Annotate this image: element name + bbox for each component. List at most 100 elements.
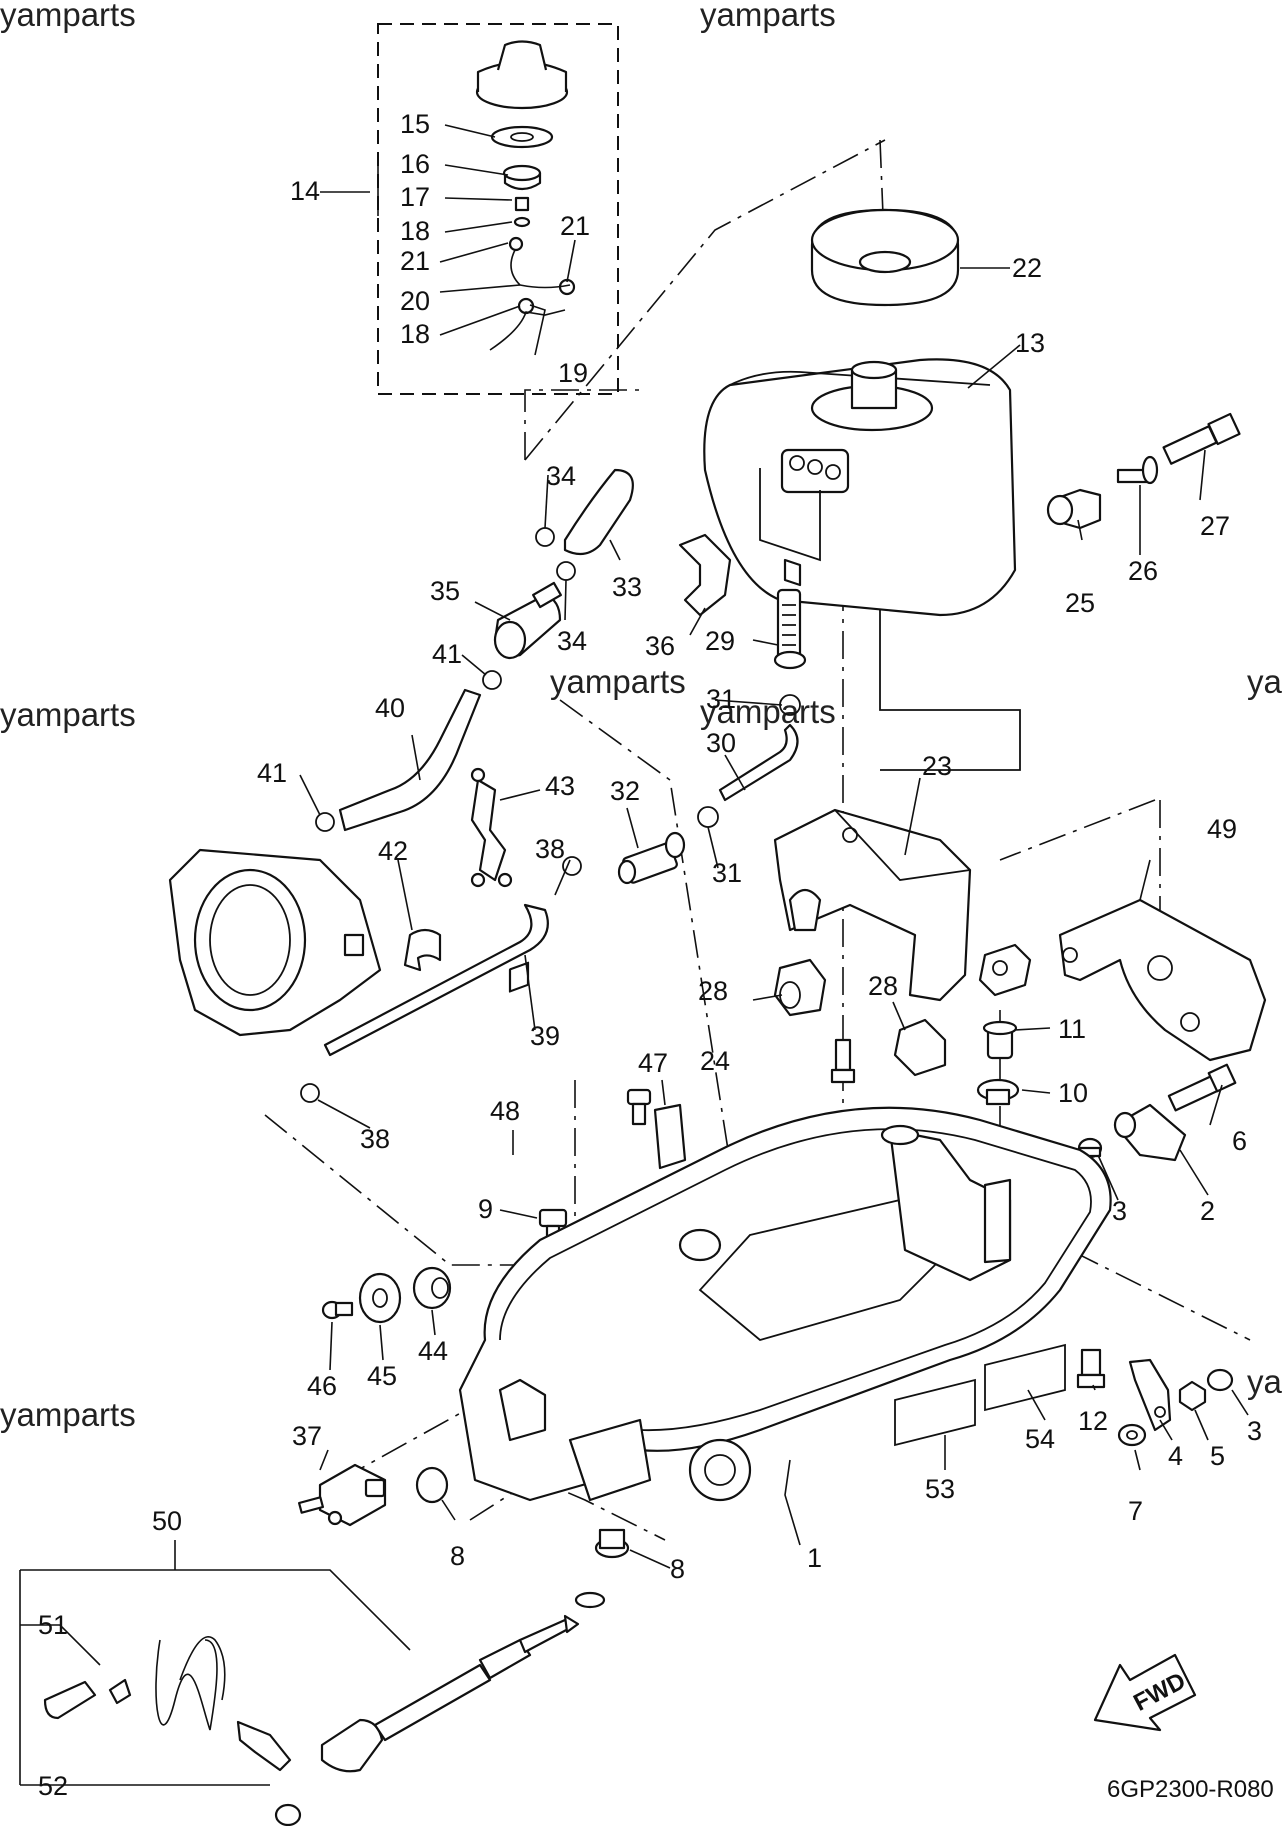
watermark: ya xyxy=(1247,663,1283,700)
watermark: ya xyxy=(1247,1363,1283,1400)
clamp-38-lower xyxy=(300,1083,320,1103)
callout: 27 xyxy=(1200,511,1230,541)
callout: 10 xyxy=(1058,1078,1088,1108)
bolt-12 xyxy=(1076,1348,1106,1389)
clamp-41-lower xyxy=(315,812,335,832)
callout: 32 xyxy=(610,776,640,806)
fuel-strainer-29 xyxy=(773,588,807,670)
callout: 28 xyxy=(698,976,728,1006)
bracket-4 xyxy=(1128,1358,1172,1432)
callout: 17 xyxy=(400,182,430,212)
callout: 2 xyxy=(1200,1196,1215,1226)
callout: 42 xyxy=(378,836,408,866)
screw-46 xyxy=(321,1300,354,1320)
carburetor xyxy=(168,848,382,1037)
diagram-code: 6GP2300-R080 xyxy=(1107,1776,1274,1803)
callout: 14 xyxy=(290,176,320,206)
callout: 50 xyxy=(152,1506,182,1536)
callout: 8 xyxy=(450,1541,465,1571)
callout: 40 xyxy=(375,693,405,723)
callout: 36 xyxy=(645,631,675,661)
callout: 30 xyxy=(706,728,736,758)
callout: 53 xyxy=(925,1474,955,1504)
callout: 23 xyxy=(922,751,952,781)
clamp-34-lower xyxy=(556,561,576,581)
callout-numbers: 1 2 3 3 4 5 6 7 8 8 9 10 11 12 13 14 15 … xyxy=(38,109,1262,1801)
hose-33 xyxy=(563,468,634,556)
washer-5 xyxy=(1178,1380,1207,1412)
callout: 25 xyxy=(1065,588,1095,618)
callout: 46 xyxy=(307,1371,337,1401)
hose-40 xyxy=(338,688,482,832)
callout: 13 xyxy=(1015,328,1045,358)
callout: 29 xyxy=(705,626,735,656)
callout: 41 xyxy=(432,639,462,669)
callout: 21 xyxy=(400,246,430,276)
callout: 3 xyxy=(1247,1416,1262,1446)
callout: 31 xyxy=(712,858,742,888)
fwd-arrow-icon: FWD xyxy=(1093,1653,1197,1732)
callout: 41 xyxy=(257,758,287,788)
nut-7 xyxy=(1117,1423,1147,1447)
grommet-44 xyxy=(412,1266,452,1310)
bottom-cowling xyxy=(458,1106,1112,1502)
clip-47 xyxy=(626,1088,687,1170)
callout: 39 xyxy=(530,1021,560,1051)
damper-10 xyxy=(976,1078,1020,1106)
callout: 47 xyxy=(638,1048,668,1078)
callout: 54 xyxy=(1025,1424,1055,1454)
bolt-6 xyxy=(1167,1063,1237,1112)
callout: 31 xyxy=(706,684,736,714)
leader-lines xyxy=(19,124,1249,1786)
collar-11 xyxy=(982,1020,1018,1060)
callout: 8 xyxy=(670,1554,685,1584)
collar-26 xyxy=(1116,455,1159,485)
callout: 20 xyxy=(400,286,430,316)
callout: 38 xyxy=(360,1124,390,1154)
callout: 12 xyxy=(1078,1406,1108,1436)
callout: 38 xyxy=(535,834,565,864)
watermark: yamparts xyxy=(0,0,136,33)
callout: 49 xyxy=(1207,814,1237,844)
fuel-tank xyxy=(703,358,1017,617)
callout: 18 xyxy=(400,319,430,349)
fuel-filter-35 xyxy=(493,581,562,660)
grommet-8 xyxy=(415,1466,449,1504)
callout: 11 xyxy=(1058,1014,1086,1044)
bolt-27 xyxy=(1162,412,1241,465)
bracket-2 xyxy=(1113,1103,1187,1162)
watermark: yamparts xyxy=(0,1396,136,1433)
callout: 48 xyxy=(490,1096,520,1126)
callout: 35 xyxy=(430,576,460,606)
callout: 34 xyxy=(546,461,576,491)
callout: 21 xyxy=(560,211,590,241)
holder-36 xyxy=(678,533,732,617)
nut-3-lower xyxy=(1206,1368,1234,1392)
callout: 18 xyxy=(400,216,430,246)
watermark: yamparts xyxy=(700,0,836,33)
callout: 5 xyxy=(1210,1441,1225,1471)
cover-49 xyxy=(1058,898,1267,1062)
clamp-31-lower xyxy=(697,806,719,828)
stop-lanyard-assembly xyxy=(43,1591,606,1826)
callout: 1 xyxy=(807,1543,822,1573)
callout: 37 xyxy=(292,1421,322,1451)
callout: 16 xyxy=(400,149,430,179)
watermark: yamparts xyxy=(550,663,686,700)
watermark: yamparts xyxy=(700,693,836,730)
label-48 xyxy=(508,961,530,993)
damper-22 xyxy=(810,208,960,307)
callout: 3 xyxy=(1112,1196,1127,1226)
callout: 28 xyxy=(868,971,898,1001)
callout: 43 xyxy=(545,771,575,801)
watermark: yamparts xyxy=(0,696,136,733)
clamp-34 xyxy=(535,527,555,547)
callout: 51 xyxy=(38,1610,68,1640)
stop-switch-37 xyxy=(297,1463,387,1527)
callout: 52 xyxy=(38,1771,68,1801)
callout: 9 xyxy=(478,1194,493,1224)
hose-39 xyxy=(323,903,549,1057)
callout: 19 xyxy=(558,358,588,388)
fuel-cap xyxy=(475,40,576,351)
